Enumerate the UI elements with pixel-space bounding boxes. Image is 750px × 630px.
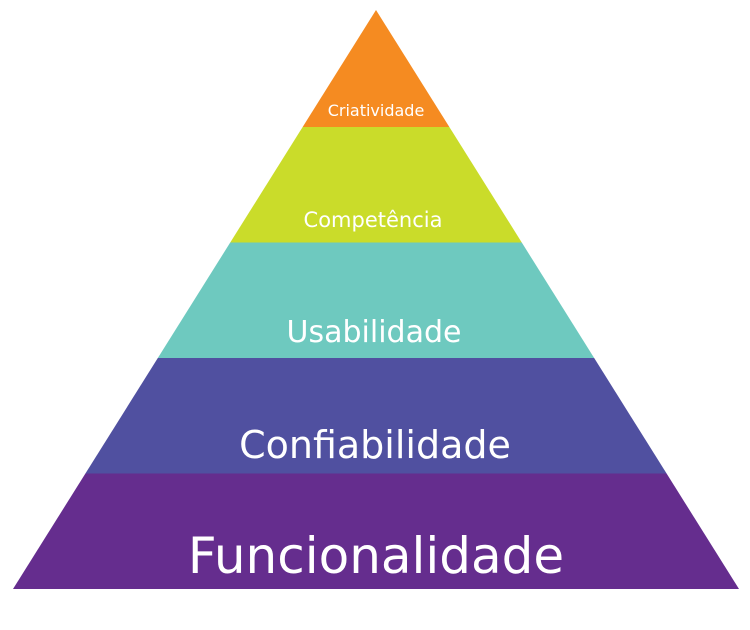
pyramid-layer-usabilidade (157, 242, 595, 358)
pyramid-layer-funcionalidade (13, 473, 739, 589)
layer-label-funcionalidade: Funcionalidade (188, 527, 564, 585)
layer-label-competencia: Competência (304, 208, 443, 232)
pyramid-layer-competencia (230, 127, 522, 243)
layer-label-criatividade: Criatividade (328, 101, 425, 120)
layer-label-confiabilidade: Confiabilidade (239, 423, 511, 467)
pyramid-layer-confiabilidade (85, 358, 667, 474)
layer-label-usabilidade: Usabilidade (287, 315, 462, 350)
pyramid-layer-criatividade (302, 10, 450, 127)
